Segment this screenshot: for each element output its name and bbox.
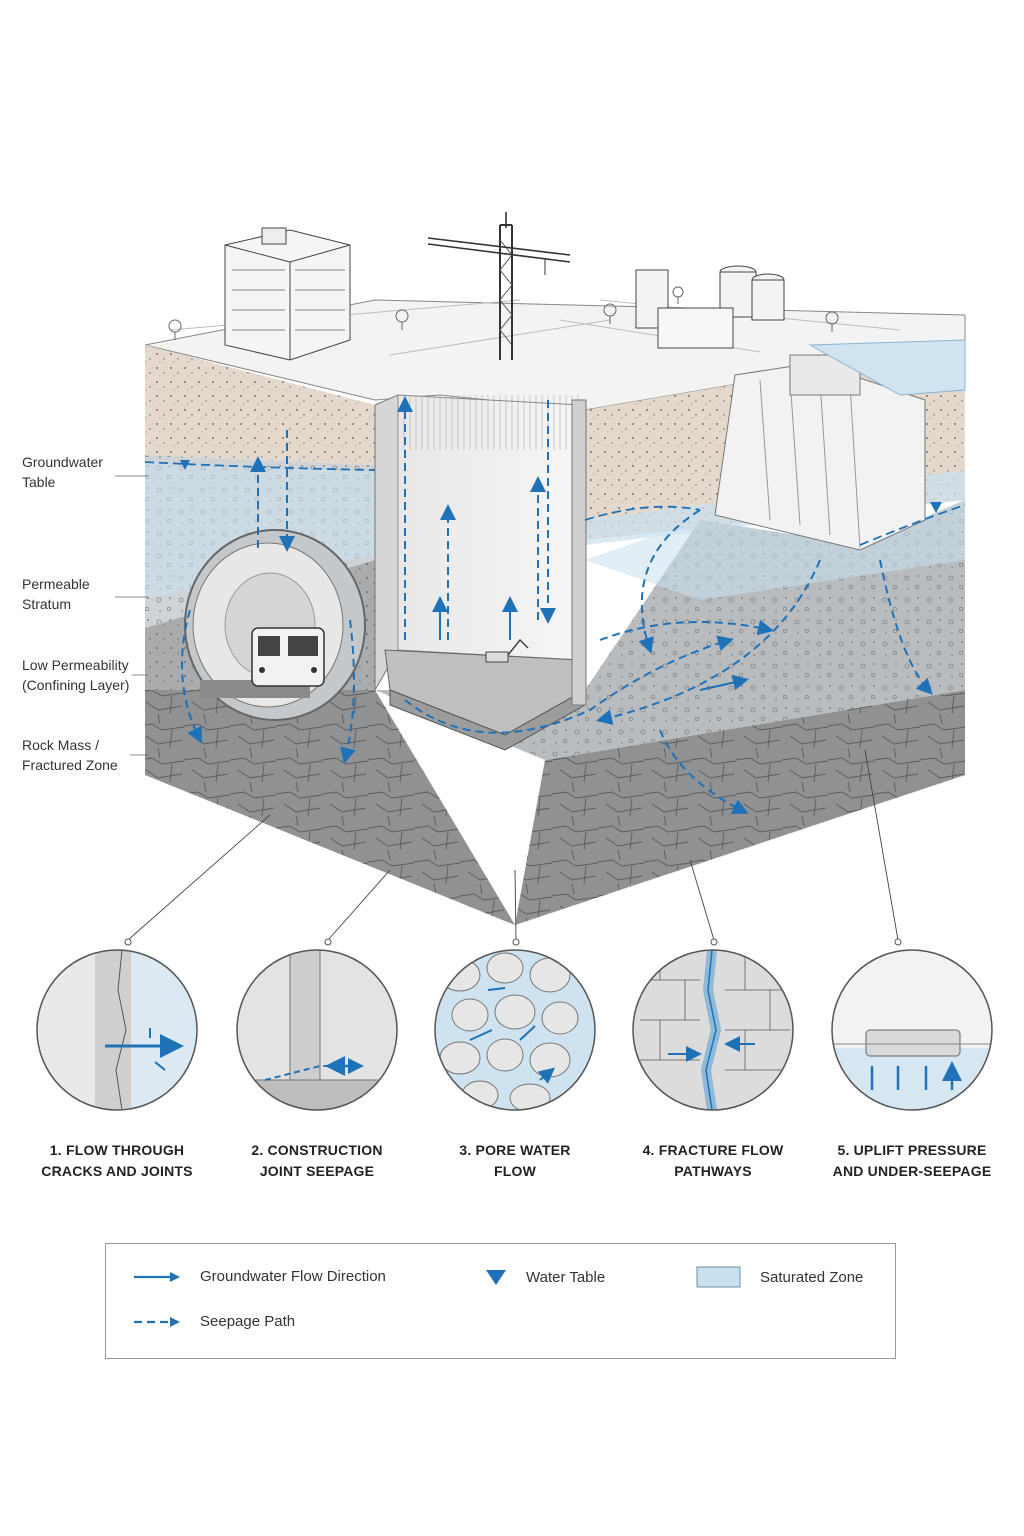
dam-structure <box>714 339 966 551</box>
detail-circles <box>36 938 993 1111</box>
legend-seepage-path-label: Seepage Path <box>200 1313 296 1330</box>
rock-mass-front-cracks <box>145 690 515 925</box>
detail-caption-1: 1. FLOW THROUGH CRACKS AND JOINTS <box>41 1142 193 1179</box>
water-table-marker-left <box>180 460 190 470</box>
legend-flow-direction: Groundwater Flow Direction <box>132 1268 386 1285</box>
shaft-left-wall <box>374 394 399 692</box>
legend-saturated-zone-label: Saturated Zone <box>760 1268 864 1286</box>
slope-saturation <box>585 500 965 600</box>
legend: Groundwater Flow Direction Water Table S… <box>105 1243 896 1359</box>
legend-water-table: Water Table <box>484 1268 605 1286</box>
tower-crane-icon <box>427 212 571 360</box>
office-building-icon <box>224 227 351 361</box>
label-rock-mass: Rock Mass / Fractured Zone <box>22 737 118 773</box>
groundwater-block-diagram <box>127 212 966 941</box>
subway-tunnel <box>184 529 366 721</box>
train-icon <box>251 627 325 687</box>
shaft-sheet-piles <box>398 395 580 450</box>
side-label-leaders <box>115 475 148 756</box>
label-groundwater-table: Groundwater Table <box>22 454 103 490</box>
detail-caption-3: 3. PORE WATER FLOW <box>459 1142 571 1179</box>
label-permeable-stratum: Permeable Stratum <box>22 576 90 612</box>
label-confining-layer: Low Permeability (Confining Layer) <box>22 657 130 693</box>
detail-1-crack-flow <box>37 950 197 1110</box>
tree-icons <box>168 286 839 340</box>
detail-2-joint-seepage <box>237 950 397 1110</box>
detail-caption-4: 4. FRACTURE FLOW PATHWAYS <box>642 1142 784 1179</box>
legend-saturated-zone: Saturated Zone <box>696 1266 863 1288</box>
industrial-plant-icon <box>635 265 785 349</box>
water-table-marker-right <box>930 502 942 513</box>
legend-water-table-label: Water Table <box>526 1268 606 1286</box>
detail-caption-5: 5. UPLIFT PRESSURE AND UNDER-SEEPAGE <box>832 1142 992 1179</box>
dashed-arrow-icon <box>134 1316 180 1327</box>
solid-arrow-icon <box>134 1271 180 1282</box>
legend-flow-direction-label: Groundwater Flow Direction <box>200 1268 386 1285</box>
detail-leader-lines <box>127 749 899 941</box>
detail-5-uplift-pressure <box>832 950 992 1110</box>
detail-4-fracture-flow <box>633 950 793 1110</box>
water-table-triangle-icon <box>486 1270 506 1285</box>
shaft-right-wall <box>571 399 587 706</box>
seepage-paths <box>181 396 933 814</box>
saturated-zone-swatch <box>696 1266 741 1288</box>
top-soil-texture <box>145 345 375 465</box>
detail-caption-2: 2. CONSTRUCTION JOINT SEEPAGE <box>251 1142 383 1179</box>
groundwater-flow-arrows <box>432 596 749 691</box>
excavator-icon <box>485 638 529 663</box>
legend-seepage-path: Seepage Path <box>132 1313 295 1330</box>
